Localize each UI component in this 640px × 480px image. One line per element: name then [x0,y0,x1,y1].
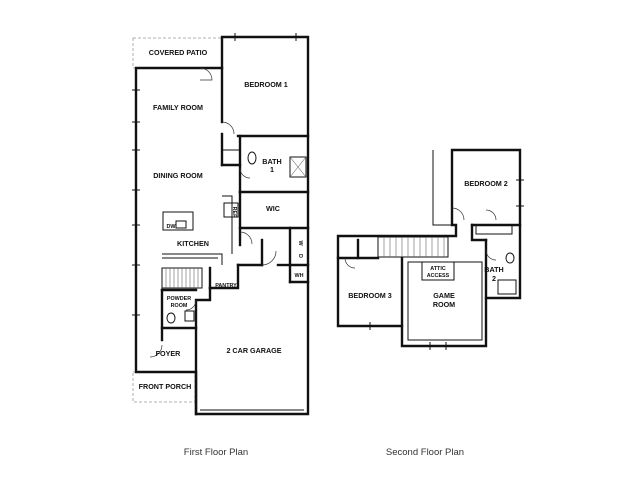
kitchen-side-counter [222,195,233,254]
bedroom-2-label: BEDROOM 2 [464,179,508,188]
pantry-east-wall [208,263,240,290]
powder-room-label: POWDER [167,296,191,302]
kitchen-island [162,211,194,231]
second-floor-caption: Second Floor Plan [386,447,464,458]
upper-stair-treads [383,237,445,257]
patio-door-swing [199,67,213,81]
garage-west-wall [194,286,212,416]
bedroom-2-door-swing [451,207,465,221]
dryer-label: D [297,254,303,258]
powder-sink [184,310,195,322]
front-door-swing [149,344,163,358]
toilet-bath-1 [247,151,257,165]
kitchen-counter [162,253,223,265]
two-car-garage-label: 2 CAR GARAGE [226,346,281,355]
attic-access-label-line2: ACCESS [427,273,450,279]
upper-window-marks [369,179,524,350]
front-porch-label: FRONT PORCH [139,382,192,391]
pantry-label: PANTRY [215,283,237,289]
sink [175,220,187,229]
bedroom-1-door-swing [221,121,235,135]
bath-2-number: 2 [492,274,496,283]
powder-room-label-line2: ROOM [171,303,188,309]
water-heater-label: WH [295,273,304,279]
game-room-label: GAME [433,291,455,300]
foyer-label: FOYER [156,349,182,358]
roof-edge-line [432,150,452,226]
garage-entry-door-swing [261,250,277,266]
kitchen-label: KITCHEN [177,239,209,248]
stair-treads [165,268,199,288]
laundry-room-wall [288,226,310,267]
closet-bedroom-2 [475,225,513,235]
attic-access-label: ATTIC [430,266,446,272]
second-floor-plan: BEDROOM 2 ATTIC ACCESS BATH 2 BEDROOM 3 … [336,148,524,350]
bath-2-label: BATH [484,265,503,274]
first-floor-caption: First Floor Plan [184,447,248,458]
wic-label: WIC [266,204,280,213]
window-marks-west [132,89,140,316]
window-marks-north [234,33,297,41]
toilet-bath-2 [505,252,515,264]
bedroom-3-door-swing [344,257,356,269]
laundry-door-swing [239,231,253,245]
shower-x [289,156,307,178]
washer-label: W [297,240,303,246]
bath-1-door-swing [239,167,251,179]
tub-bath-2 [497,279,517,295]
second-floor-stairs [377,236,449,258]
covered-patio-label: COVERED PATIO [149,48,208,57]
family-room-label: FAMILY ROOM [153,103,203,112]
dining-room-label: DINING ROOM [153,171,203,180]
bath-1-label: BATH [262,157,281,166]
covered-patio-outline [132,37,223,69]
attic-access-box [421,261,455,281]
bath-2-north-wall [470,223,488,242]
game-room-inner-outline [407,261,483,341]
ref-label: REF [231,207,237,218]
fridge [223,202,239,218]
powder-door-swing [185,299,197,311]
closet-door-swing [485,209,497,221]
bath-2-door-swing [485,249,497,261]
dishwasher-label: DW [167,224,177,230]
bedroom-1-label: BEDROOM 1 [244,80,288,89]
bath-1-number: 1 [270,165,274,174]
bedroom-3-label: BEDROOM 3 [348,291,392,300]
first-floor-plan: COVERED PATIO BEDROOM 1 FAMILY ROOM BATH… [132,33,310,416]
toilet-powder [166,312,176,324]
game-room-label-line2: ROOM [433,300,455,309]
shower [289,156,307,178]
